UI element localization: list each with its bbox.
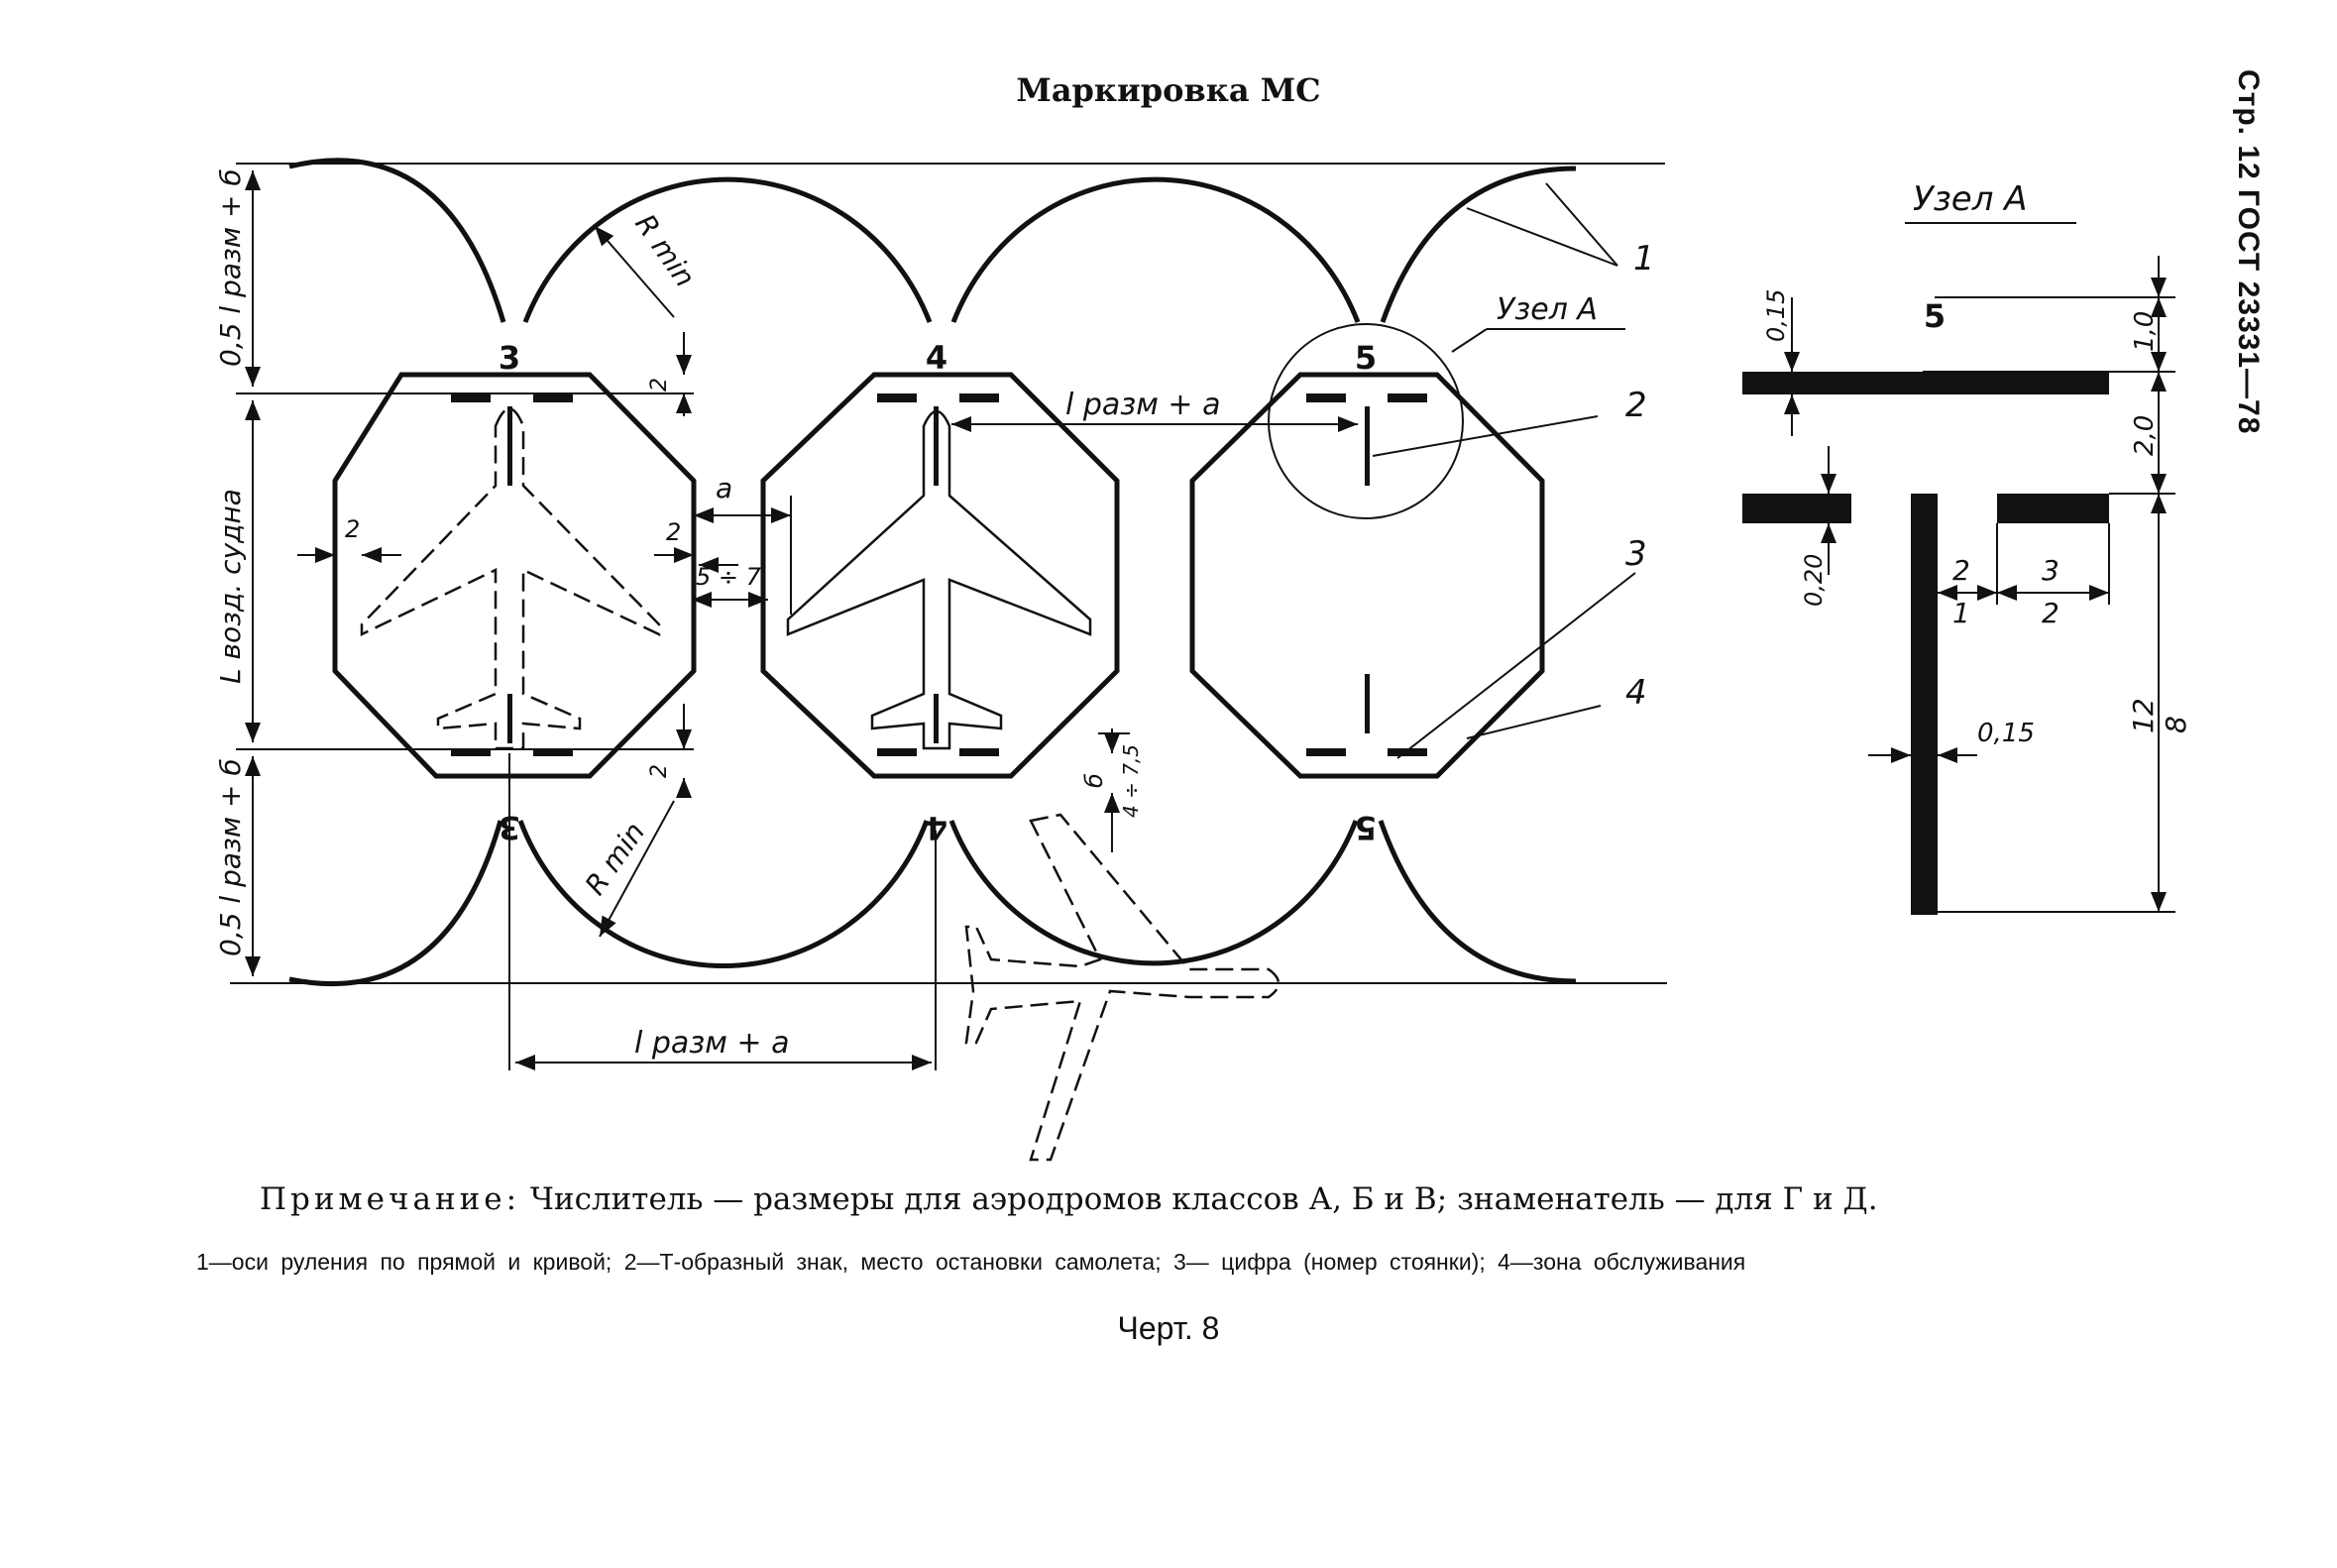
dim-spacing-bottom: l разм + a: [634, 1026, 789, 1061]
stand-number-3-top: 3: [499, 339, 520, 377]
dim-half-bottom: 0,5 l разм + б: [214, 758, 247, 956]
note-label: Примечание:: [260, 1181, 521, 1217]
detail-frac-3-den: 2: [2042, 597, 2059, 629]
stand-number-4-top: 4: [926, 339, 947, 377]
legend: 1—оси руления по прямой и кривой; 2—Т-об…: [196, 1249, 1746, 1275]
dim-spacing-top: l разм + a: [1065, 388, 1220, 422]
dim-2-left: 2: [345, 515, 360, 543]
node-a-label: Узел А: [1497, 292, 1598, 327]
dim-rmin-bottom: R min: [579, 817, 652, 901]
detail-frac-12-num: 12: [2127, 698, 2160, 733]
detail-frac-2-den: 1: [1952, 597, 1970, 629]
detail-frac-12-den: 8: [2160, 716, 2192, 733]
detail-w015a: 0,15: [1762, 289, 1790, 342]
detail-frac-2-num: 2: [1952, 554, 1970, 587]
detail-t-crossbar: [1742, 372, 2109, 394]
service-zones: [332, 372, 1545, 779]
dimension-texts: 0,5 l разм + б L возд. судна 0,5 l разм …: [214, 168, 1220, 1061]
stand-number-5-bottom: 5: [1355, 809, 1377, 846]
detail-number: 5: [1924, 297, 1946, 335]
detail-w020: 0,20: [1800, 554, 1828, 607]
dim-a: a: [716, 472, 732, 504]
dim-half-top: 0,5 l разм + б: [214, 168, 247, 367]
aircraft-dashed-taxiing: [964, 813, 1280, 1162]
figure-caption: Черт. 8: [1117, 1310, 1220, 1346]
extent-lines: [230, 163, 1667, 984]
aircraft-solid-2: [786, 409, 1092, 750]
detail-h20: 2,0: [2130, 415, 2160, 456]
page-title: Маркировка МС: [1016, 71, 1321, 109]
detail-right-bar: [1997, 494, 2109, 523]
stand-number-4-bottom: 4: [926, 809, 947, 846]
aircraft-dashed-1: [360, 407, 661, 750]
dim-rmin-top: R min: [628, 208, 702, 292]
callout-lines: [1372, 182, 1636, 759]
stand-numbers: 3 4 5 3 4 5: [499, 339, 1377, 846]
taxi-axes: [508, 753, 937, 1070]
callout-2: 2: [1625, 386, 1647, 425]
dim-2-top: 2: [647, 378, 672, 392]
note: Примечание: Числитель — размеры для аэро…: [260, 1181, 1878, 1217]
dim-5-7: 5 ÷ 7: [696, 563, 762, 591]
note-text: Числитель — размеры для аэродромов класс…: [529, 1181, 1878, 1217]
detail-stem: [1911, 494, 1938, 915]
callout-3: 3: [1625, 534, 1647, 574]
detail-dim-lines: [1784, 256, 2175, 913]
detail-frac-3-num: 3: [2042, 554, 2059, 587]
taxi-arcs: [288, 158, 1577, 987]
dim-b: б: [1080, 773, 1108, 788]
dim-aircraft-length: L возд. судна: [214, 489, 247, 684]
detail-marks: [1742, 372, 2109, 915]
t-signs: [451, 393, 1427, 756]
dim-4-75: 4 ÷ 7,5: [1119, 744, 1143, 818]
stand-number-3-bottom: 3: [499, 809, 520, 846]
detail-left-bar: [1742, 494, 1851, 523]
dimension-lines: [245, 170, 1358, 1070]
detail-h10: 1,0: [2130, 311, 2160, 352]
detail-title: Узел А: [1913, 179, 2028, 219]
detail-dim-texts: 0,15 0,20 0,15 1,0 2,0 2 1 3 2 12 8: [1762, 289, 2192, 748]
stand-number-5-top: 5: [1355, 339, 1377, 377]
callout-1: 1: [1633, 239, 1655, 279]
detail-w015b: 0,15: [1977, 719, 2035, 748]
dim-2-mid: 2: [666, 518, 681, 546]
callout-4: 4: [1625, 673, 1647, 713]
dim-2-bottom: 2: [647, 764, 672, 778]
